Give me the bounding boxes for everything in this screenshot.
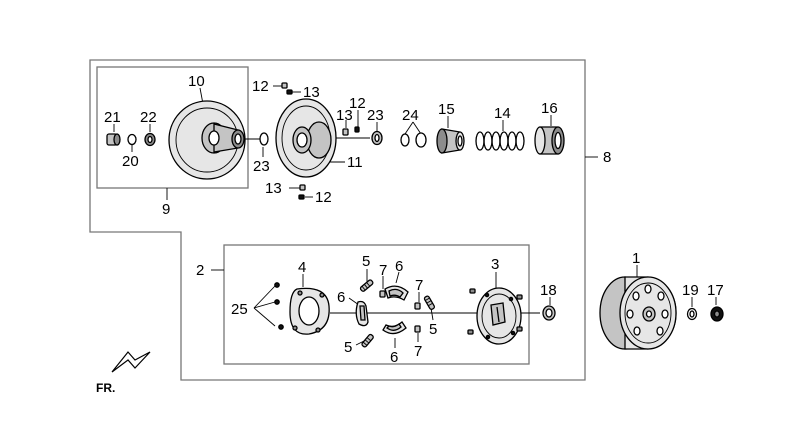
callout-13-bottom: 13	[265, 180, 282, 197]
callout-6-top: 6	[395, 258, 403, 275]
callout-17: 17	[707, 282, 724, 299]
part-12-13-pins	[281, 82, 360, 200]
callout-10: 10	[188, 73, 205, 90]
callout-12-right: 12	[349, 95, 366, 112]
callout-24: 24	[402, 107, 419, 124]
callout-5-top: 5	[362, 253, 370, 270]
part-23-o-ring-left	[259, 132, 269, 146]
part-22-nut	[144, 132, 156, 147]
callout-15: 15	[438, 101, 455, 118]
callout-13-top: 13	[303, 84, 320, 101]
callout-11: 11	[347, 154, 363, 171]
part-18-collar	[542, 305, 556, 321]
part-23-o-ring-right	[371, 130, 383, 146]
callout-5-bottom: 5	[344, 339, 352, 356]
callout-19: 19	[682, 282, 699, 299]
assembly-2-outline	[223, 244, 530, 365]
callout-5-right: 5	[429, 321, 437, 338]
front-direction-arrow: FR.	[96, 351, 151, 395]
callout-12-top: 12	[252, 78, 269, 95]
part-11-movable-drive-face	[275, 98, 370, 178]
callout-6-bottom: 6	[390, 349, 398, 366]
front-direction-label: FR.	[96, 381, 115, 395]
callout-12-bottom: 12	[315, 189, 332, 206]
callout-23-right: 23	[367, 107, 384, 124]
callout-4: 4	[298, 259, 306, 276]
callout-14: 14	[494, 105, 511, 122]
part-5-shoe-springs	[359, 279, 436, 348]
callout-labels: 1 2 3 4 5 5 5 6 6 6 7 7 7 8 9 10 11 12 1…	[104, 73, 724, 366]
part-21-collar	[106, 133, 121, 146]
callout-20: 20	[122, 153, 139, 170]
callout-3: 3	[491, 256, 499, 273]
part-10-drive-face	[168, 100, 246, 180]
callout-7-top: 7	[379, 262, 387, 279]
callout-21: 21	[104, 109, 121, 126]
callout-22: 22	[140, 109, 157, 126]
part-19-washer	[686, 307, 698, 321]
assembly-8-outline	[89, 59, 586, 381]
part-15-collar	[436, 128, 465, 154]
part-4-clutch-plate	[289, 287, 330, 335]
part-16-spring-seat	[534, 126, 565, 155]
callout-8: 8	[603, 149, 611, 166]
part-20-o-ring	[127, 133, 137, 146]
callout-7-right: 7	[415, 277, 423, 294]
callout-23-left: 23	[253, 158, 270, 175]
part-1-clutch-bell	[599, 276, 677, 350]
part-17-nut	[710, 306, 724, 322]
part-3-drive-plate	[467, 287, 523, 345]
callout-2: 2	[196, 262, 204, 279]
callout-18: 18	[540, 282, 557, 299]
part-14-spring	[475, 131, 525, 151]
callout-7-bottom: 7	[414, 343, 422, 360]
callout-6-left: 6	[337, 289, 345, 306]
callout-16: 16	[541, 100, 558, 117]
part-7-dampers	[379, 290, 421, 333]
callout-13-right: 13	[336, 107, 353, 124]
callout-25: 25	[231, 301, 248, 318]
part-6-clutch-shoes	[355, 285, 409, 335]
part-25-rivets	[274, 282, 284, 330]
callout-1: 1	[632, 250, 640, 267]
part-24-o-rings	[400, 132, 427, 148]
callout-9: 9	[162, 201, 170, 218]
assembly-9-outline	[96, 66, 249, 189]
